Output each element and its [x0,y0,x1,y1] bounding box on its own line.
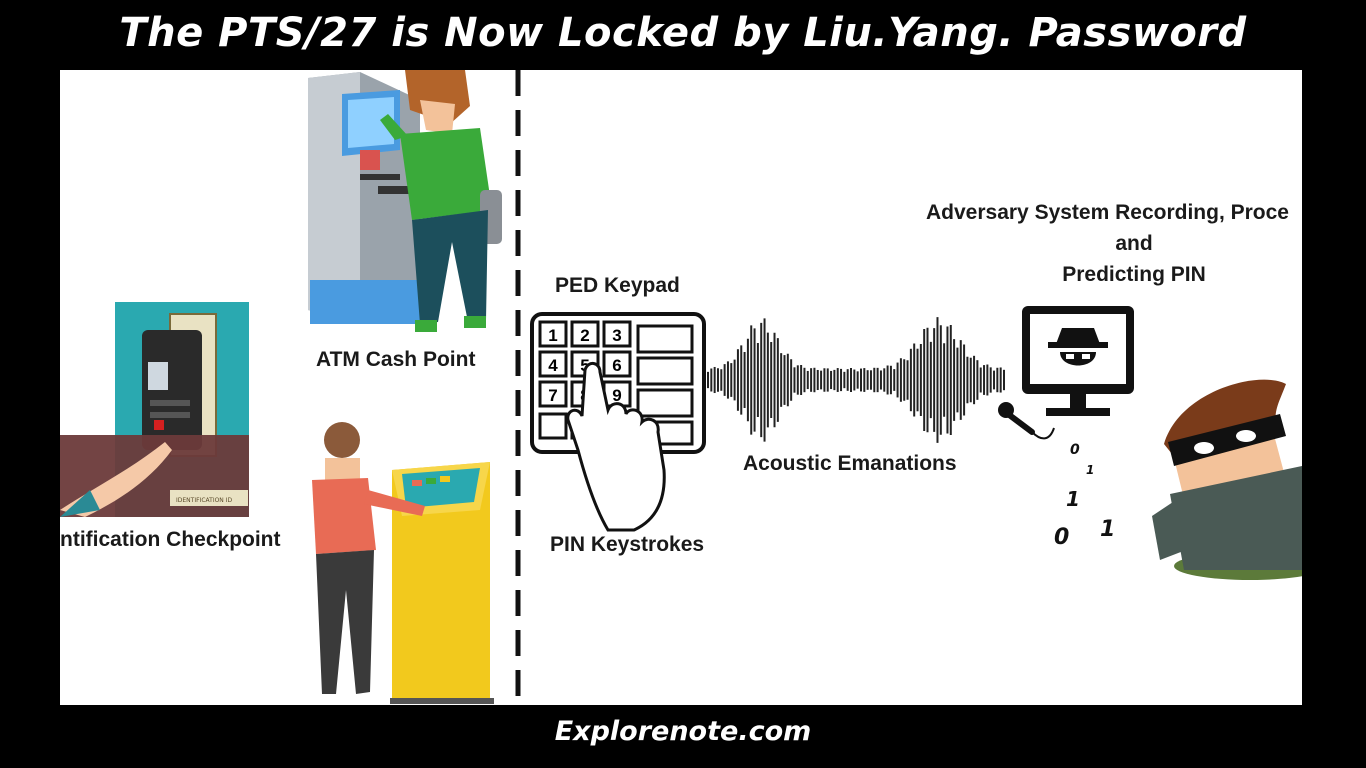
atm-machine-illustration [308,72,420,324]
adversary-label-line1: Adversary System Recording, Proce [926,201,1289,224]
keypad-key-label: 9 [612,386,621,405]
kiosk-illustration [390,462,494,704]
person-at-kiosk-illustration [312,422,425,694]
acoustic-emanations-label: Acoustic Emanations [743,452,957,475]
id-card-text: IDENTIFICATION ID [176,497,232,504]
binary-digit: 0 [1054,525,1069,550]
ped-keypad-label: PED Keypad [555,274,680,297]
microphone-icon [998,402,1055,440]
ped-keypad-illustration: 123456789 [530,312,706,532]
keypad-key-label: 1 [548,326,557,345]
binary-digit: 1 [1086,463,1094,477]
atm-cash-point-label: ATM Cash Point [316,348,476,371]
thief-illustration [1152,379,1302,580]
keypad-key [538,380,568,408]
diagram-illustration: IDENTIFICATION ID [60,70,1302,705]
keypad-key [538,350,568,378]
keypad-key-label: 3 [612,326,621,345]
diagram-panel: IDENTIFICATION ID [60,70,1302,705]
keypad-key-label: 4 [548,356,558,375]
adversary-label-line2: and [1115,232,1153,255]
keypad-key-label: 6 [612,356,621,375]
binary-digit: 1 [1066,487,1080,511]
keypad-key-label: 2 [580,326,589,345]
keypad-key [602,320,632,348]
acoustic-waveform [707,317,1005,443]
headline-title: The PTS/27 is Now Locked by Liu.Yang. Pa… [119,10,1247,56]
keypad-key [570,320,600,348]
person-at-atm-illustration [380,70,502,332]
identification-checkpoint-label: ntification Checkpoint [60,528,281,551]
binary-digit: 0 [1070,442,1080,458]
keypad-key [538,320,568,348]
adversary-system-label: Adversary System Recording, Proce and Pr… [926,197,1302,290]
footer-site-name: Explorenote.com [554,716,812,747]
fingerprint-scanner-illustration: IDENTIFICATION ID [60,302,249,517]
adversary-monitor-illustration [1022,306,1134,416]
keypad-key-label: 5 [580,356,589,375]
binary-digit: 1 [1100,517,1115,542]
adversary-label-line3: Predicting PIN [1062,263,1206,286]
keypad-key [602,350,632,378]
pin-keystrokes-label: PIN Keystrokes [550,533,705,556]
keypad-key-label: 7 [548,386,557,405]
